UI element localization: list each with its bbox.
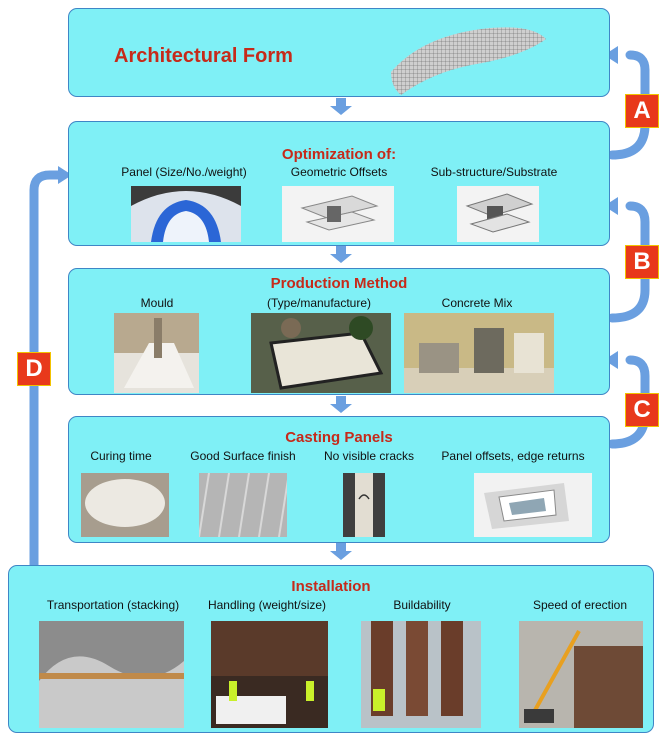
- stage-installation: Installation Transportation (stacking) H…: [8, 565, 654, 733]
- concrete-mix-photo: [404, 313, 554, 393]
- label-geometric-offsets: Geometric Offsets: [290, 165, 388, 179]
- label-panel-offsets: Panel offsets, edge returns: [441, 449, 585, 463]
- substructure-render: [457, 186, 539, 242]
- manufacture-photo: [251, 313, 391, 393]
- down-arrows: [330, 98, 352, 560]
- mould-photo: [114, 313, 199, 393]
- stage-casting-panels: Casting Panels Curing time Good Surface …: [68, 416, 610, 543]
- panel-render-image: [131, 186, 241, 242]
- curing-photo: [81, 473, 169, 537]
- speed-of-erection-photo: [519, 621, 643, 728]
- label-transportation: Transportation (stacking): [46, 598, 180, 612]
- surface-finish-photo: [199, 473, 287, 537]
- stage5-title: Installation: [291, 578, 371, 595]
- label-buildability: Buildability: [393, 598, 451, 612]
- panel-offsets-photo: [474, 473, 592, 537]
- label-speed-of-erection: Speed of erection: [532, 598, 628, 612]
- transportation-photo: [39, 621, 184, 728]
- label-surface-finish: Good Surface finish: [190, 449, 296, 463]
- geometric-offsets-render: [282, 186, 394, 242]
- label-concrete-mix: Concrete Mix: [441, 296, 513, 310]
- loop-d-path: [29, 170, 65, 570]
- handling-photo: [211, 621, 328, 728]
- label-handling: Handling (weight/size): [207, 598, 327, 612]
- stage-production-method: Production Method Mould (Type/manufactur…: [68, 268, 610, 395]
- architectural-form-model: [381, 17, 551, 97]
- stage2-title: Optimization of:: [281, 146, 397, 163]
- feedback-b-badge: B: [625, 245, 659, 279]
- label-panel-size: Panel (Size/No./weight): [121, 165, 247, 179]
- label-type-manufacture: (Type/manufacture): [266, 296, 372, 310]
- feedback-c-badge: C: [625, 393, 659, 427]
- feedback-d-badge: D: [17, 352, 51, 386]
- label-curing-time: Curing time: [90, 449, 152, 463]
- no-cracks-photo: [343, 473, 385, 537]
- buildability-photo: [361, 621, 481, 728]
- stage-architectural-form: Architectural Form: [68, 8, 610, 97]
- stage-optimization: Optimization of: Panel (Size/No./weight)…: [68, 121, 610, 246]
- label-mould: Mould: [140, 296, 174, 310]
- stage4-title: Casting Panels: [285, 429, 393, 446]
- stage1-title: Architectural Form: [114, 45, 293, 67]
- stage3-title: Production Method: [270, 275, 408, 292]
- label-substructure: Sub-structure/Substrate: [430, 165, 558, 179]
- label-no-cracks: No visible cracks: [323, 449, 415, 463]
- feedback-a-badge: A: [625, 94, 659, 128]
